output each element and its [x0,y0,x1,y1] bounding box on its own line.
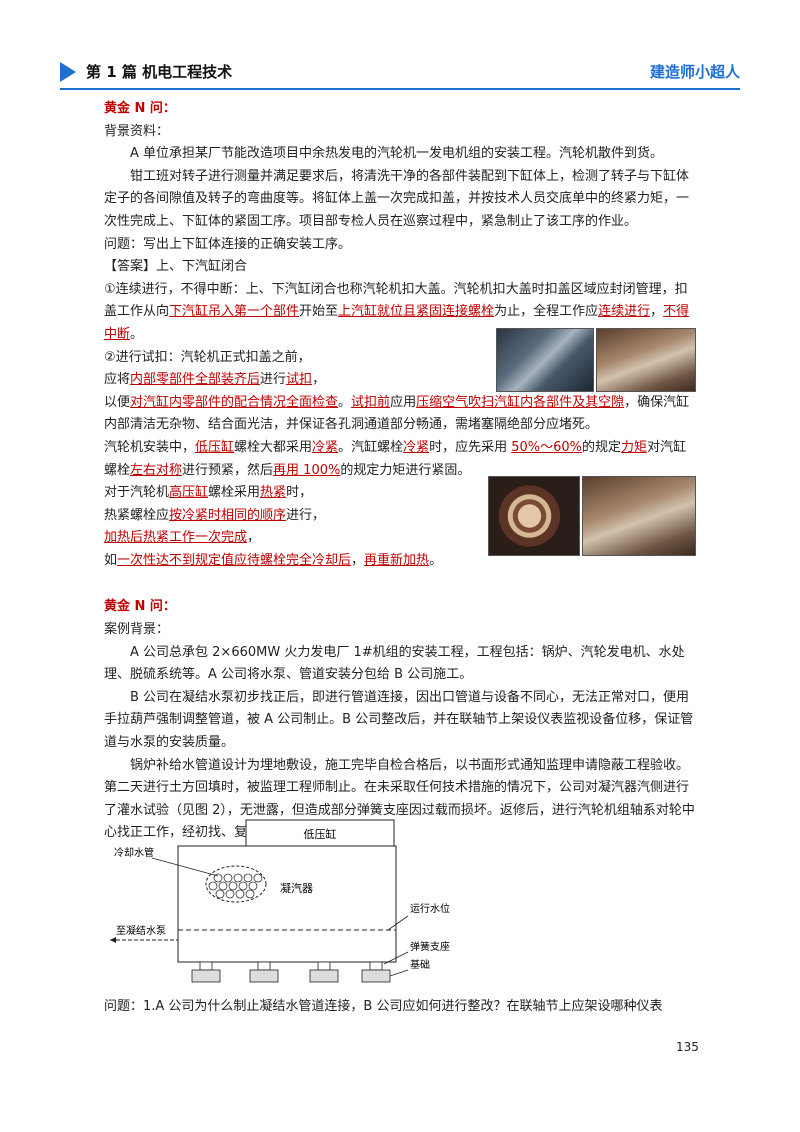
cooling-pipe-label: 冷却水管 [114,846,154,859]
answer-point-3: 汽轮机安装中，低压缸螺栓大都采用冷紧。汽缸螺栓冷紧时，应先采用 50%～60%的… [104,439,687,478]
low-pressure-cylinder-label: 低压缸 [304,827,337,841]
header-triangle-icon [60,62,76,82]
answer-point-1: ①连续进行，不得中断：上、下汽缸闭合也称汽轮机扣大盖。汽轮机扣大盖时扣盖区域应封… [104,281,690,342]
low-pressure-cylinder-box [245,819,395,847]
water-level-label: 运行水位 [410,902,450,915]
header-divider [60,88,740,90]
answer-point-4d: 如一次性达不到规定值应待螺栓完全冷却后，再重新加热。 [104,552,443,568]
brand-name: 建造师小超人 [649,63,740,81]
chapter-title: 第 1 篇 机电工程技术 [86,63,233,81]
main-content: 黄金 N 问： 背景资料： A 单位承担某厂节能改造项目中余热发电的汽轮机一发电… [104,98,698,845]
heating-coil-photo [488,476,580,556]
section2-bg-label: 案例背景： [104,622,170,638]
section2-para-1: A 公司总承包 2×660MW 火力发电厂 1#机组的安装工程，工程包括：锅炉、… [104,644,685,683]
section2-para-2: B 公司在凝结水泵初步找正后，即进行管道连接，因出口管道与设备不同心，无法正常对… [104,689,694,751]
answer-point-4c: 加热后热紧工作一次完成， [104,530,261,546]
section1-title: 黄金 N 问： [104,101,176,116]
cooling-pipe-bundle [205,865,267,903]
answer-point-4a: 对于汽轮机高压缸螺栓采用热紧时， [104,485,313,501]
to-pump-label: 至凝结水泵 [116,924,166,937]
section1-question: 问题：写出上下缸体连接的正确安装工序。 [104,236,352,252]
arrow-left-icon [110,937,116,943]
answer-point-2a: ②进行试扣：汽轮机正式扣盖之前， [104,349,311,365]
answer-point-2b: 应将内部零部件全部装齐后进行试扣， [104,372,326,388]
condenser-diagram: 低压缸 冷却水管 凝汽器 运行水位 至凝结水泵 弹簧支座 基础 [110,819,450,983]
foundation-label: 基础 [410,958,430,971]
section1-answer: 【答案】上、下汽缸闭合 [104,259,248,275]
condenser-body [177,845,397,963]
spring-support-label: 弹簧支座 [410,940,450,953]
answer-point-4b: 热紧螺栓应按冷紧时相同的顺序进行， [104,507,326,523]
turbine-photo-3 [582,476,696,556]
section1-para-2: 钳工班对转子进行测量并满足要求后，将清洗干净的各部件装配到下缸体上，检测了转子与… [104,168,690,229]
section2-question: 问题：1.A 公司为什么制止凝结水管道连接，B 公司应如何进行整改？在联轴节上应… [104,999,663,1014]
condenser-label: 凝汽器 [280,881,313,895]
section1-para-1: A 单位承担某厂节能改造项目中余热发电的汽轮机一发电机组的安装工程。汽轮机散件到… [130,146,664,162]
section2-title: 黄金 N 问： [104,599,176,615]
page-header: 第 1 篇 机电工程技术 建造师小超人 [60,58,740,88]
page-number: 135 [676,1040,699,1054]
turbine-photo-2 [596,328,696,392]
answer-point-2c: 以便对汽缸内零部件的配合情况全面检查。试扣前应用压缩空气吹扫汽缸内各部件及其空隙… [104,394,690,433]
turbine-photo-1 [496,328,594,392]
section1-bg-label: 背景资料： [104,123,170,139]
